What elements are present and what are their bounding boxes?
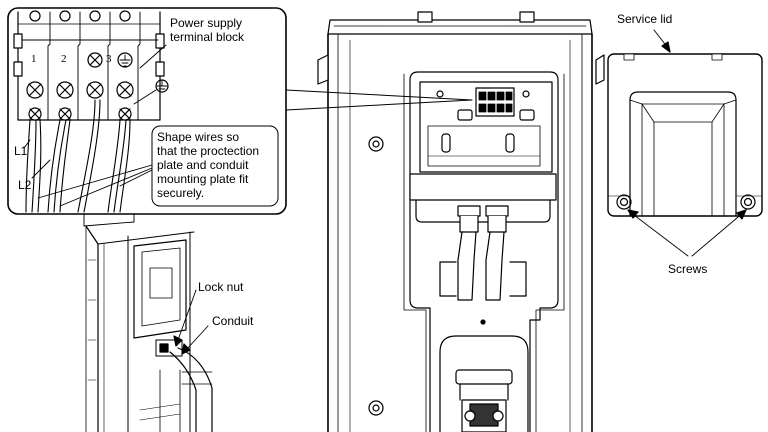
terminal-callout-box <box>7 7 287 215</box>
outdoor-unit-perspective <box>83 213 213 432</box>
conduit-fittings <box>439 205 527 301</box>
callout-pointer <box>285 89 473 111</box>
power-supply-label-line2: terminal block <box>170 30 245 44</box>
shape-wires-line5: securely. <box>157 186 205 200</box>
terminal-number-1: 1 <box>31 53 37 65</box>
power-supply-label: Power supply terminal block <box>170 16 244 44</box>
l2-label: L2 <box>18 178 32 192</box>
shape-wires-line2: that the proctection <box>157 144 260 158</box>
service-lid-panel <box>607 29 763 257</box>
l1-label: L1 <box>14 144 28 158</box>
terminal-number-3: 3 <box>106 53 112 65</box>
power-supply-label-line1: Power supply <box>170 16 243 30</box>
screws-label: Screws <box>668 262 708 276</box>
shape-wires-line3: plate and conduit <box>157 158 249 172</box>
shape-wires-line1: Shape wires so <box>157 130 240 144</box>
conduit-label: Conduit <box>212 314 254 328</box>
shape-wires-note: Shape wires so that the proctection plat… <box>157 130 259 200</box>
lock-nut-label: Lock nut <box>198 280 244 294</box>
service-lid-label: Service lid <box>617 12 673 26</box>
outdoor-unit-side-panel <box>317 11 605 432</box>
terminal-number-2: 2 <box>61 53 67 65</box>
shape-wires-line4: mounting plate fit <box>157 172 249 186</box>
